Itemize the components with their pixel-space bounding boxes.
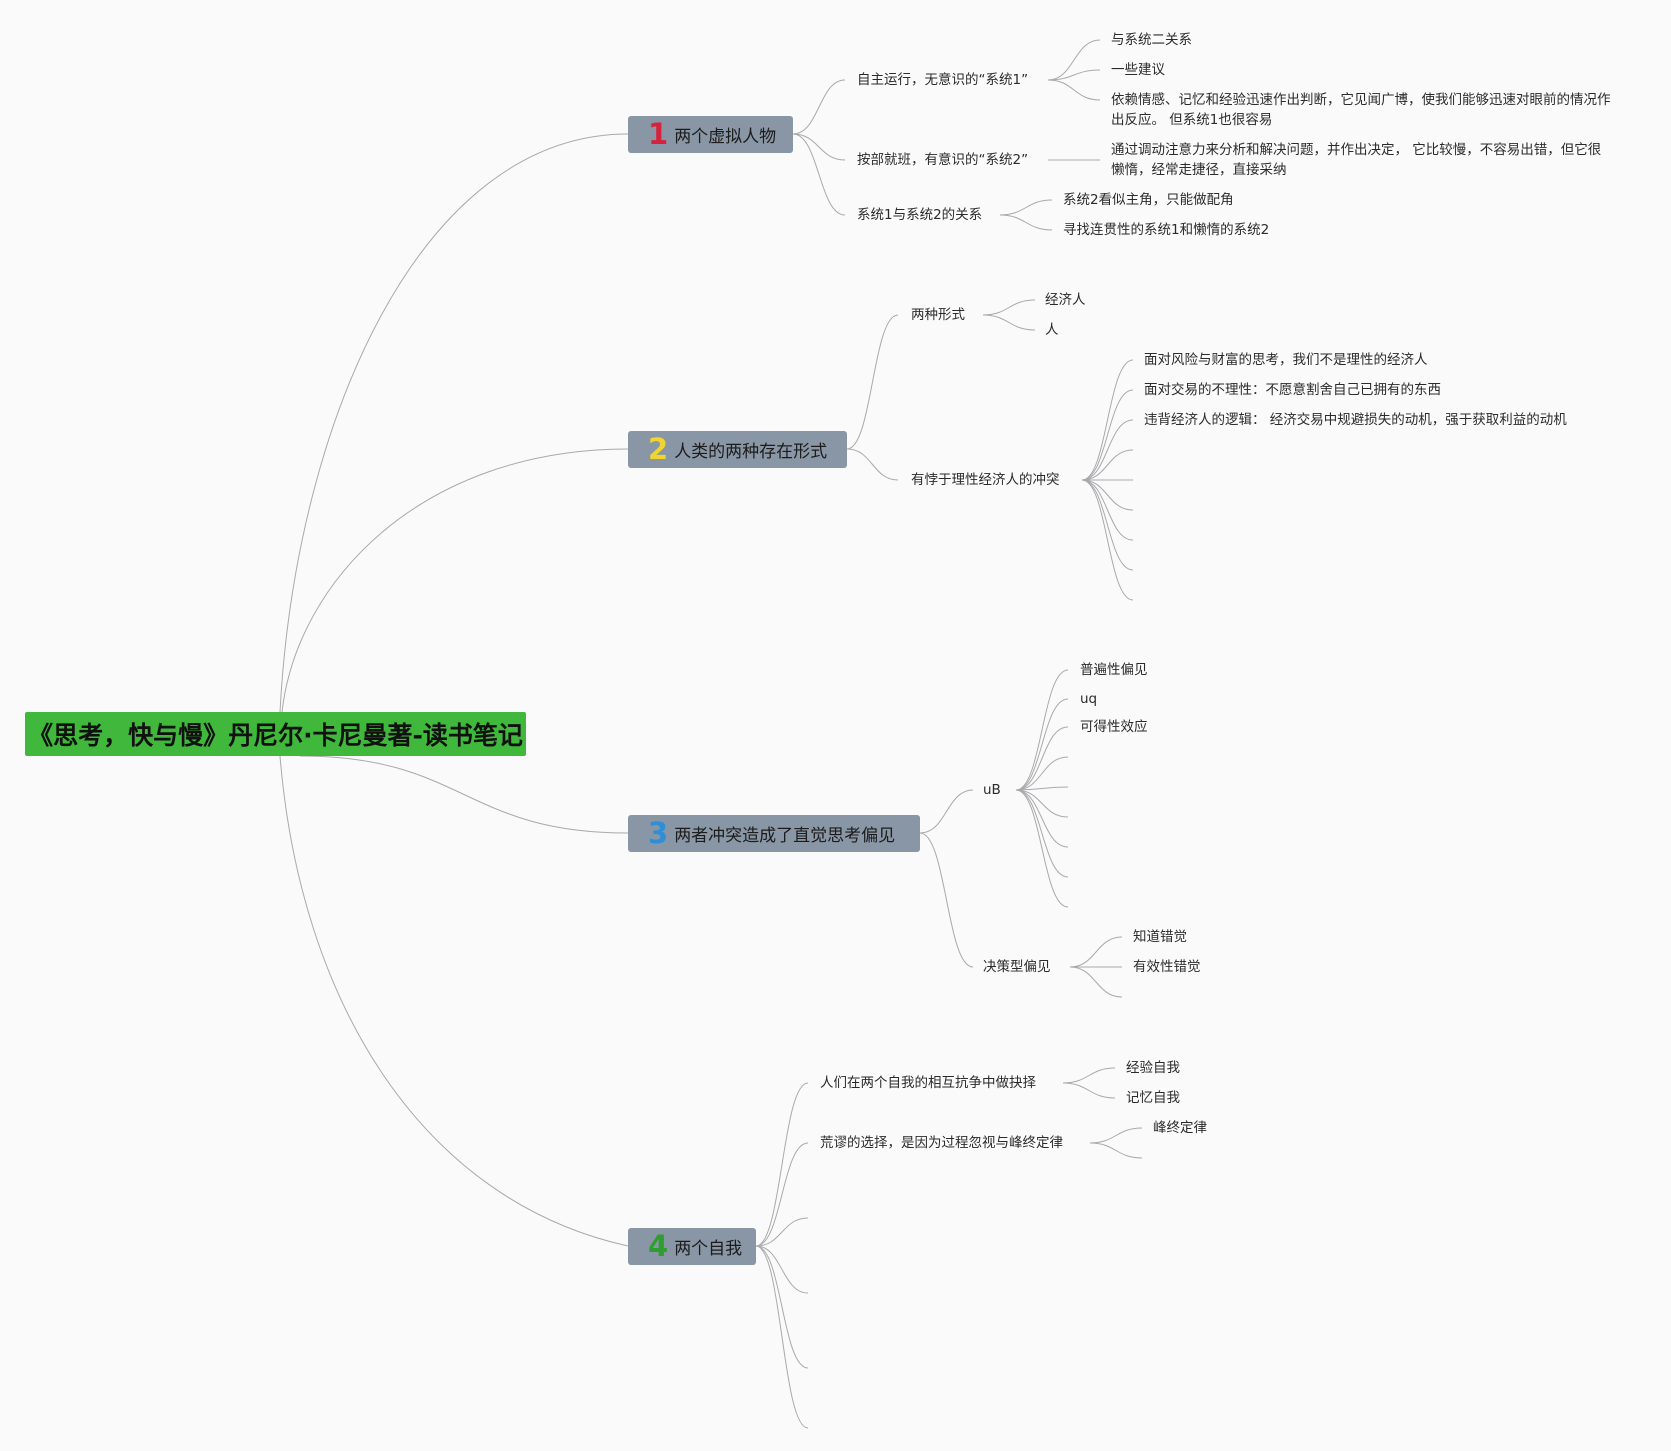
topic-number: 2 (648, 432, 669, 466)
connector-line (1081, 389, 1134, 481)
connector-line (1015, 669, 1069, 791)
subtopic[interactable]: 按部就班，有意识的“系统2” (857, 152, 1029, 168)
leaf-node[interactable]: 记忆自我 (1126, 1090, 1180, 1106)
connector-line (281, 448, 629, 713)
topic-number: 3 (648, 816, 669, 850)
topic-1[interactable]: 1 两个虚拟人物 (628, 116, 793, 153)
topic-label: 两者冲突造成了直觉思考偏见 (674, 826, 896, 846)
root-node[interactable]: 《思考，快与慢》丹尼尔·卡尼曼著-读书笔记 (25, 712, 526, 756)
leaf-node[interactable]: 经验自我 (1126, 1060, 1180, 1076)
connector-line (982, 299, 1036, 316)
connector-line (755, 1245, 809, 1429)
connector-line (755, 1245, 809, 1294)
leaf-node[interactable]: 与系统二关系 (1111, 32, 1192, 48)
connector-line (755, 1245, 809, 1369)
connector-line (792, 79, 846, 135)
leaf-node[interactable]: 普遍性偏见 (1080, 662, 1148, 678)
subtopic[interactable]: 自主运行，无意识的“系统1” (857, 72, 1029, 88)
connector-line (1062, 1067, 1116, 1084)
topic-number: 1 (648, 117, 669, 151)
connector-line (1089, 1142, 1143, 1159)
subtopic[interactable]: 有悖于理性经济人的冲突 (911, 472, 1060, 488)
connector-line (755, 1217, 809, 1247)
connector-line (999, 199, 1053, 216)
leaf-node[interactable]: 依赖情感、记忆和经验迅速作出判断，它见闻广博，使我们能够迅速对眼前的情况作出反应… (1111, 92, 1611, 128)
connector-line (846, 448, 899, 481)
connector-line (299, 755, 629, 834)
connector-line (1015, 789, 1069, 848)
subtopic[interactable]: 系统1与系统2的关系 (857, 207, 983, 223)
connector-line (1081, 479, 1134, 601)
connector-line (919, 789, 974, 834)
connector-line (846, 314, 899, 450)
connector-line (1015, 698, 1069, 791)
connector-line (1015, 789, 1069, 908)
leaf-node[interactable]: 面对风险与财富的思考，我们不是理性的经济人 (1144, 352, 1428, 368)
topic-number: 4 (648, 1229, 669, 1263)
topic-4[interactable]: 4 两个自我 (628, 1228, 756, 1265)
connector-line (982, 314, 1036, 331)
connector-line (1047, 79, 1101, 101)
connector-line (1081, 419, 1134, 481)
connector-line (1047, 39, 1101, 81)
leaf-node[interactable]: 人 (1045, 322, 1059, 338)
connector-line (1089, 1127, 1143, 1144)
connector-line (1069, 936, 1123, 968)
subtopic[interactable]: 人们在两个自我的相互抗争中做抉择 (820, 1075, 1036, 1091)
leaf-node[interactable]: 知道错觉 (1133, 929, 1187, 945)
connector-line (1069, 966, 1123, 998)
connector-line (1015, 789, 1069, 818)
topic-2[interactable]: 2 人类的两种存在形式 (628, 431, 847, 468)
subtopic[interactable]: 决策型偏见 (983, 959, 1051, 975)
subtopic[interactable]: uB (983, 782, 1001, 798)
leaf-node[interactable]: 一些建议 (1111, 62, 1165, 78)
connector-line (1081, 449, 1134, 481)
leaf-node[interactable]: 寻找连贯性的系统1和懒惰的系统2 (1063, 222, 1270, 238)
connector-line (919, 832, 974, 968)
connector-line (279, 755, 629, 1247)
leaf-node[interactable]: 有效性错觉 (1133, 959, 1201, 975)
connector-line (792, 133, 846, 161)
connector-line (1081, 479, 1134, 511)
connector-line (1015, 756, 1069, 791)
connector-line (1015, 726, 1069, 791)
topic-label: 两个虚拟人物 (674, 127, 777, 147)
subtopic[interactable]: 两种形式 (911, 307, 965, 323)
connector-line (755, 1142, 809, 1247)
connector-line (999, 214, 1053, 231)
connector-line (1081, 359, 1134, 481)
connector-line (755, 1082, 809, 1247)
topic-label: 两个自我 (674, 1239, 743, 1259)
connector-line (792, 133, 846, 216)
leaf-node[interactable]: 经济人 (1045, 292, 1086, 308)
leaf-node[interactable]: 可得性效应 (1080, 719, 1148, 735)
leaf-node[interactable]: uq (1080, 691, 1098, 707)
connector-line (1062, 1082, 1116, 1099)
topic-3[interactable]: 3 两者冲突造成了直觉思考偏见 (628, 815, 920, 852)
connector-line (1081, 479, 1134, 541)
connector-line (279, 133, 629, 713)
subtopic[interactable]: 荒谬的选择，是因为过程忽视与峰终定律 (820, 1135, 1063, 1151)
leaf-node[interactable]: 通过调动注意力来分析和解决问题，并作出决定， 它比较慢，不容易出错，但它很懒惰，… (1111, 142, 1602, 178)
leaf-node[interactable]: 面对交易的不理性：不愿意割舍自己已拥有的东西 (1144, 382, 1441, 398)
connector-line (1047, 69, 1101, 81)
connector-line (1015, 786, 1069, 791)
leaf-node[interactable]: 峰终定律 (1153, 1120, 1207, 1136)
leaf-node[interactable]: 违背经济人的逻辑： 经济交易中规避损失的动机，强于获取利益的动机 (1144, 412, 1567, 428)
connector-line (1081, 479, 1134, 571)
leaf-node[interactable]: 系统2看似主角，只能做配角 (1063, 192, 1234, 208)
topic-label: 人类的两种存在形式 (674, 442, 828, 462)
